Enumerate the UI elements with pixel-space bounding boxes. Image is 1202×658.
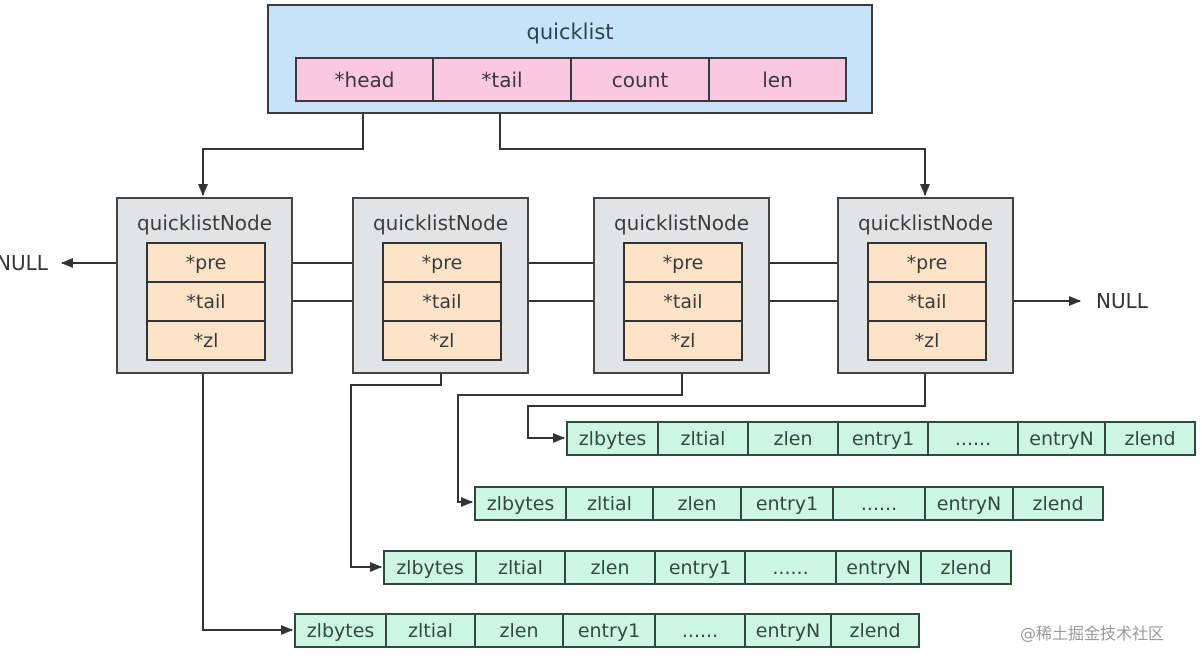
ziplist-cell-entryN: entryN xyxy=(837,552,922,583)
node-field-tail: *tail xyxy=(867,281,987,322)
ziplist-cell-ellipsis: ...... xyxy=(656,615,746,646)
ziplist-cell-entry1: entry1 xyxy=(656,552,746,583)
node-field-zl: *zl xyxy=(146,320,266,361)
ziplist-cell-ellipsis: ...... xyxy=(746,552,837,583)
node-field-pre: *pre xyxy=(623,242,743,283)
ziplist-2: zlbytes zltial zlen entry1 ...... entryN… xyxy=(474,486,1104,521)
ziplist-cell-zlen: zlen xyxy=(749,423,839,454)
ziplist-1: zlbytes zltial zlen entry1 ...... entryN… xyxy=(566,421,1196,456)
ziplist-cell-zlend: zlend xyxy=(1032,492,1084,515)
node-title: quicklistNode xyxy=(136,211,273,235)
ziplist-cell-zlend: zlend xyxy=(849,619,901,642)
node-field-tail: *tail xyxy=(146,281,266,322)
ziplist-cell-entryN: entryN xyxy=(926,488,1014,519)
ziplist-cell-zlbytes: zlbytes xyxy=(568,423,659,454)
tail-pointer-arrow xyxy=(499,98,930,196)
ziplist-cell-zltial: zltial xyxy=(567,488,654,519)
ziplist-cell-ellipsis: ...... xyxy=(834,488,926,519)
ziplist-cell-zlbytes: zlbytes xyxy=(476,488,567,519)
node-field-zl: *zl xyxy=(623,320,743,361)
node-field-pre: *pre xyxy=(146,242,266,283)
node-field-tail: *tail xyxy=(623,281,743,322)
node-field-zl: *zl xyxy=(867,320,987,361)
quicklist-node-2: quicklistNode *pre *tail *zl xyxy=(352,197,529,374)
head-pointer-arrow xyxy=(198,98,364,196)
quicklist-title: quicklist xyxy=(526,20,614,44)
quicklist-node-3: quicklistNode *pre *tail *zl xyxy=(593,197,770,374)
ziplist-cell-zlen: zlen xyxy=(476,615,564,646)
null-left-label: NULL xyxy=(0,251,48,275)
node1-zl-arrow xyxy=(202,374,293,635)
ziplist-cell-entryN: entryN xyxy=(1019,423,1106,454)
quicklist-node-4: quicklistNode *pre *tail *zl xyxy=(837,197,1014,374)
null-right-label: NULL xyxy=(1096,289,1148,313)
ziplist-cell-zlbytes: zlbytes xyxy=(385,552,477,583)
ziplist-cell-entry1: entry1 xyxy=(742,488,834,519)
quicklist-node-1: quicklistNode *pre *tail *zl xyxy=(116,197,293,374)
quicklist-struct: quicklist *head *tail count len xyxy=(267,4,873,114)
quicklist-field-tail: *tail xyxy=(432,57,572,102)
ziplist-cell-entry1: entry1 xyxy=(564,615,656,646)
node-field-tail: *tail xyxy=(382,281,502,322)
ziplist-cell-entry1: entry1 xyxy=(839,423,929,454)
ziplist-3: zlbytes zltial zlen entry1 ...... entryN… xyxy=(383,550,1012,585)
node4-zl-arrow xyxy=(527,374,926,443)
ziplist-cell-zlend: zlend xyxy=(1124,427,1176,450)
ziplist-cell-ellipsis: ...... xyxy=(929,423,1019,454)
quicklist-field-count: count xyxy=(570,57,710,102)
node-field-zl: *zl xyxy=(382,320,502,361)
node-title: quicklistNode xyxy=(372,211,509,235)
ziplist-cell-zltial: zltial xyxy=(659,423,749,454)
ziplist-cell-zltial: zltial xyxy=(387,615,476,646)
node-field-pre: *pre xyxy=(867,242,987,283)
ziplist-cell-zltial: zltial xyxy=(477,552,566,583)
ziplist-cell-entryN: entryN xyxy=(746,615,832,646)
node3-zl-arrow xyxy=(457,374,683,507)
ziplist-cell-zlen: zlen xyxy=(566,552,656,583)
quicklist-field-len: len xyxy=(708,57,847,102)
ziplist-4: zlbytes zltial zlen entry1 ...... entryN… xyxy=(294,613,920,648)
node-title: quicklistNode xyxy=(613,211,750,235)
node-field-pre: *pre xyxy=(382,242,502,283)
ziplist-cell-zlend: zlend xyxy=(940,556,992,579)
watermark: @稀土掘金技术社区 xyxy=(1020,624,1165,643)
ziplist-cell-zlbytes: zlbytes xyxy=(296,615,387,646)
node-title: quicklistNode xyxy=(857,211,994,235)
node2-zl-arrow xyxy=(350,374,442,572)
ziplist-cell-zlen: zlen xyxy=(654,488,742,519)
quicklist-field-head: *head xyxy=(295,57,434,102)
